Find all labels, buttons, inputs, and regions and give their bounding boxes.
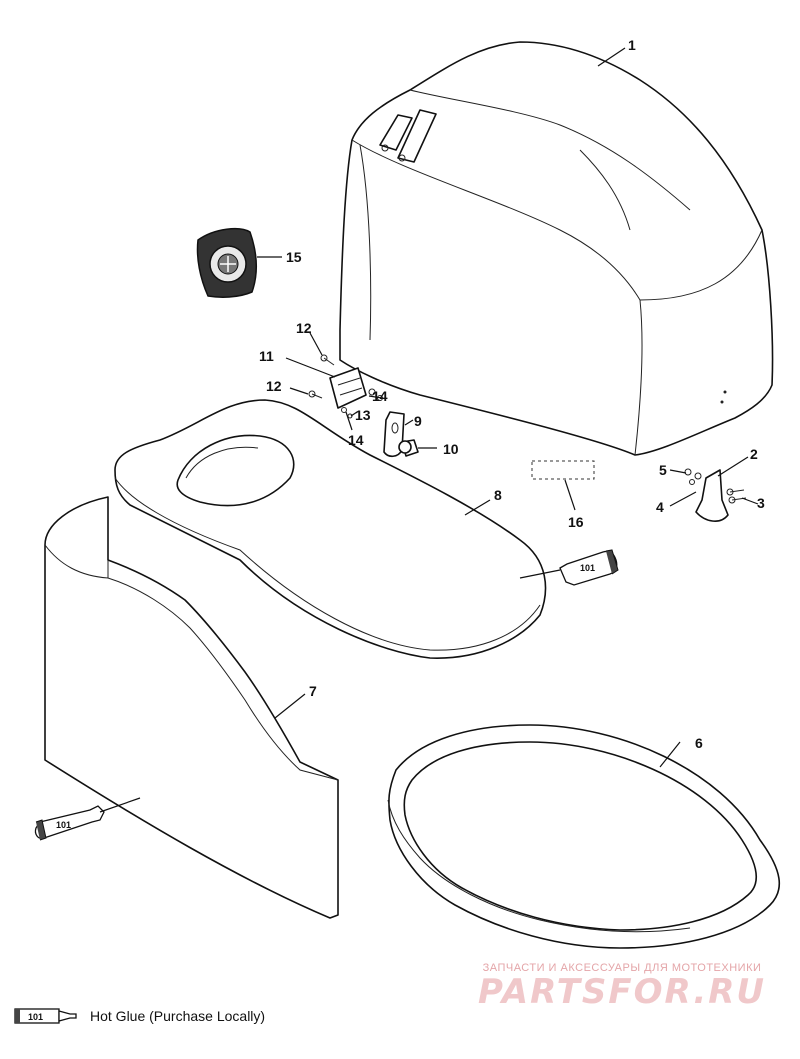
callout-12-upper: 12 (296, 320, 312, 336)
latch-assembly (308, 354, 383, 419)
watermark: ЗАПЧАСТИ И АКСЕССУАРЫ ДЛЯ МОТОТЕХНИКИ PA… (462, 962, 782, 1010)
legend-tube-label: 101 (28, 1012, 43, 1022)
seal-ring (387, 724, 781, 949)
legend: 101 Hot Glue (Purchase Locally) (14, 1004, 265, 1028)
glue-tube-upper-label: 101 (580, 563, 595, 573)
legend-text: Hot Glue (Purchase Locally) (90, 1008, 266, 1024)
latch-knob (398, 439, 419, 457)
callout-5: 5 (659, 462, 667, 478)
callout-13: 13 (355, 407, 371, 423)
callout-11: 11 (259, 348, 274, 364)
callout-3: 3 (757, 495, 765, 511)
callout-6: 6 (695, 735, 703, 751)
leader-lines (99, 47, 759, 813)
legend-glue-tube-icon: 101 (14, 1008, 77, 1024)
callout-7: 7 (309, 683, 317, 699)
emblem (196, 227, 257, 298)
glue-tube-lower: 101 (34, 805, 105, 841)
callout-16: 16 (568, 514, 584, 530)
top-cowl (339, 41, 774, 456)
rear-bracket (684, 468, 747, 522)
callout-14-upper: 14 (372, 388, 388, 404)
callout-9: 9 (414, 413, 422, 429)
callout-14-lower: 14 (348, 432, 364, 448)
callout-4: 4 (656, 499, 664, 515)
callouts: 1 2 3 4 5 6 7 8 9 10 11 12 12 13 14 14 1… (259, 37, 765, 751)
cowl-liner (114, 399, 547, 659)
callout-12-lower: 12 (266, 378, 282, 394)
side-panel (44, 496, 339, 919)
glue-tube-upper: 101 (559, 549, 619, 586)
callout-15: 15 (286, 249, 302, 265)
glue-tube-lower-label: 101 (56, 820, 71, 830)
watermark-tagline: ЗАПЧАСТИ И АКСЕССУАРЫ ДЛЯ МОТОТЕХНИКИ (482, 962, 762, 974)
callout-2: 2 (750, 446, 758, 462)
watermark-logo: PARTSFOR.RU (477, 972, 767, 1012)
decal (531, 460, 595, 480)
callout-1: 1 (628, 37, 636, 53)
callout-8: 8 (494, 487, 502, 503)
callout-10: 10 (443, 441, 459, 457)
